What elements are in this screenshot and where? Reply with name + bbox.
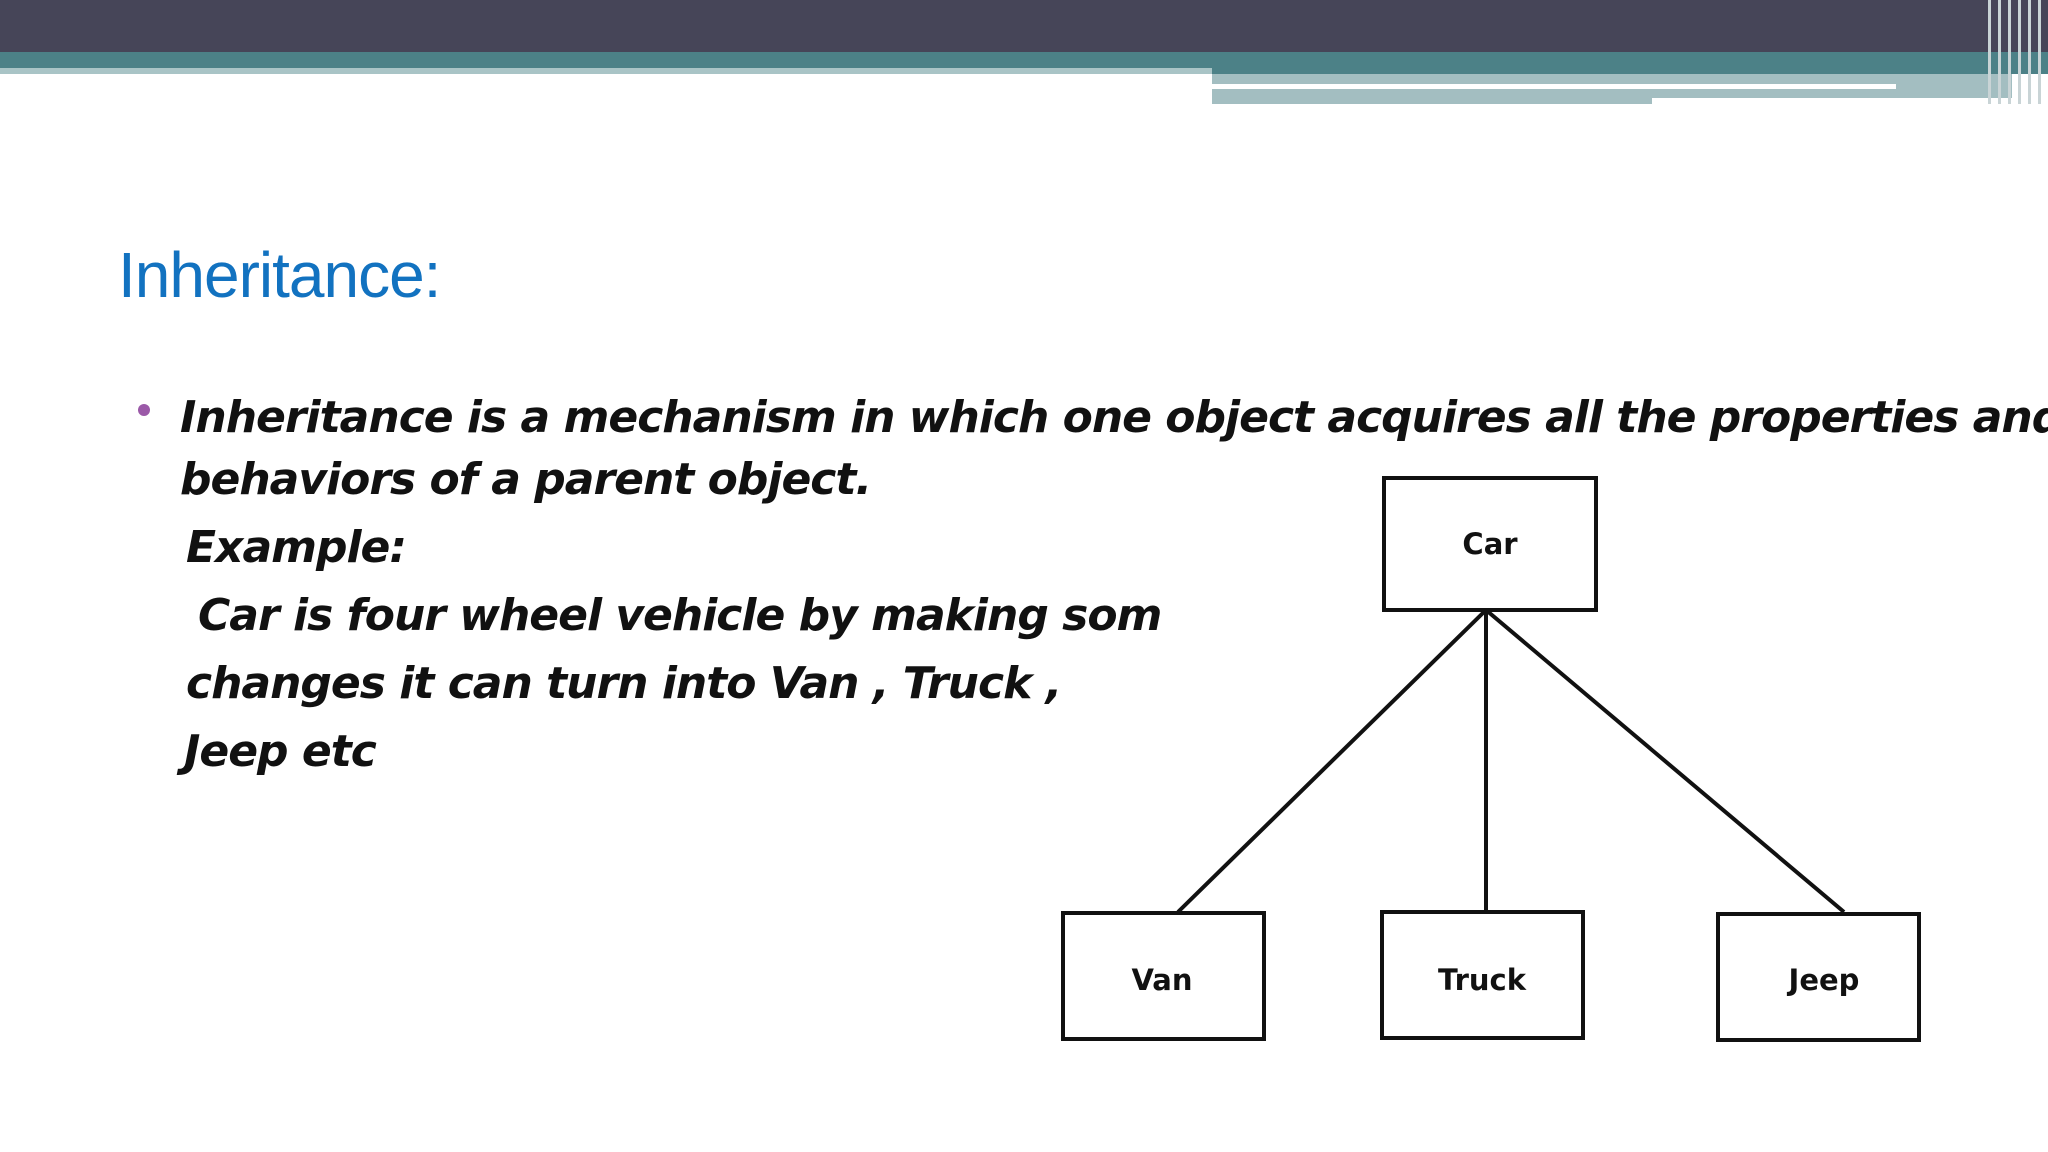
node-jeep-label: Jeep: [1787, 963, 1860, 997]
node-van-label: Van: [1131, 963, 1192, 997]
edge-car-jeep: [1484, 608, 1846, 914]
node-jeep: Jeep: [1716, 912, 1921, 1042]
header-light-strip: [0, 68, 1212, 76]
example-line-3: Jeep etc: [184, 726, 377, 777]
header-edge-bars: [1984, 0, 2048, 104]
bullet-dot: [138, 404, 150, 416]
node-car: Car: [1382, 476, 1598, 612]
header-dark-bar: [0, 0, 2048, 52]
slide-title: Inheritance:: [118, 239, 441, 311]
example-label: Example:: [186, 522, 407, 573]
header-white-gap: [0, 74, 1212, 104]
edge-car-van: [1176, 608, 1488, 914]
bullet-line-2: behaviors of a parent object.: [180, 454, 872, 505]
example-line-2: changes it can turn into Van , Truck ,: [186, 658, 1062, 709]
example-line-1: Car is four wheel vehicle by making som: [198, 590, 1162, 641]
header-right-line-2: [1652, 98, 2012, 104]
bullet-line-1: Inheritance is a mechanism in which one …: [180, 392, 2048, 443]
header-right-line: [1212, 84, 1896, 89]
node-car-label: Car: [1462, 527, 1518, 561]
node-truck: Truck: [1380, 910, 1585, 1040]
node-truck-label: Truck: [1438, 963, 1527, 997]
node-van: Van: [1061, 911, 1266, 1041]
